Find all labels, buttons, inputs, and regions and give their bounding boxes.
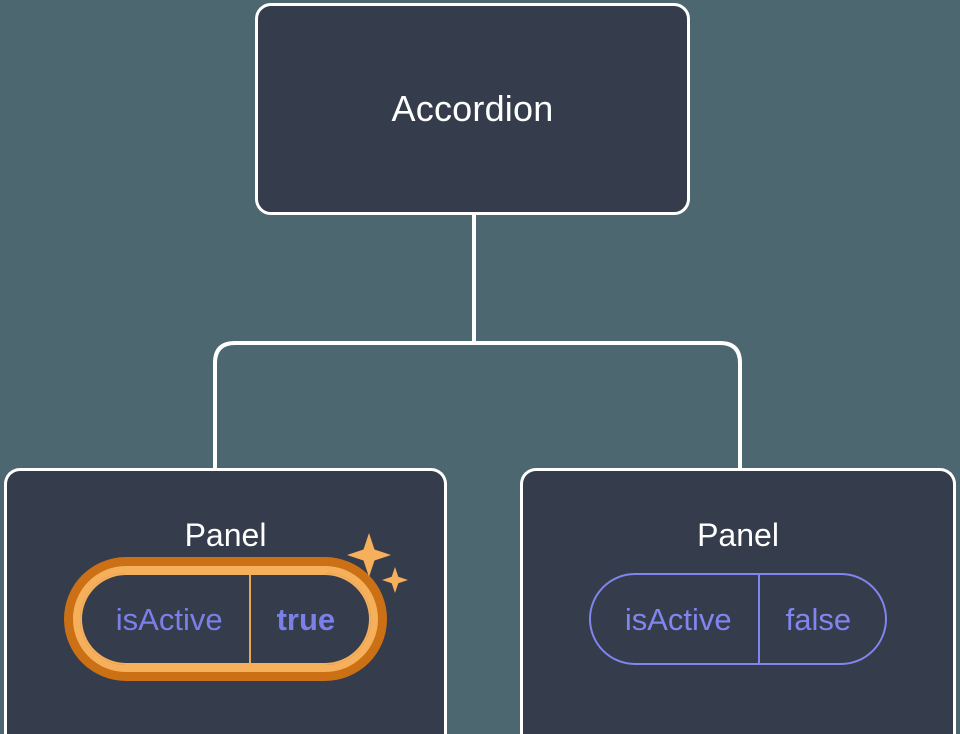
prop-divider <box>757 575 760 663</box>
prop-value: false <box>785 601 852 637</box>
prop-key: isActive <box>115 601 223 637</box>
prop-value: true <box>276 601 336 637</box>
prop-divider <box>248 575 251 663</box>
node-panel-inactive[interactable]: Panel isActive false <box>520 468 956 734</box>
node-accordion-label: Accordion <box>391 88 554 129</box>
prop-pill[interactable]: isActive true <box>79 573 372 665</box>
sparkles-icon <box>347 533 409 593</box>
node-panel-label: Panel <box>184 517 267 553</box>
node-panel-label: Panel <box>697 517 779 553</box>
prop-pill-active[interactable]: isActive true <box>79 533 409 665</box>
prop-pill[interactable]: isActive false <box>588 573 888 665</box>
prop-pill-inactive[interactable]: isActive false <box>588 573 888 665</box>
connector-bus <box>213 341 742 468</box>
node-panel-active[interactable]: Panel isActive true <box>4 468 447 734</box>
prop-key: isActive <box>624 601 732 637</box>
node-accordion[interactable]: Accordion <box>255 3 690 215</box>
